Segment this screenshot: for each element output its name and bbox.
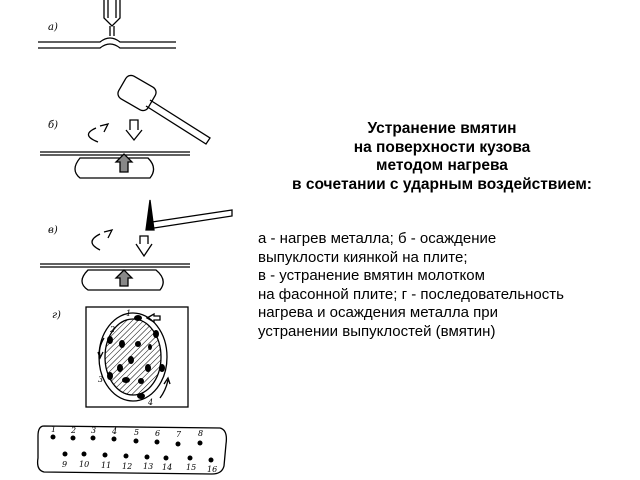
title-line: Устранение вмятин — [367, 120, 517, 137]
point-number: 5 — [134, 428, 139, 437]
point-number: 11 — [101, 461, 111, 470]
anvil-plate-drawing — [40, 151, 190, 179]
heating-sequence-drawing: 1 2 3 4 — [85, 306, 189, 408]
point-number: 10 — [79, 460, 89, 469]
seq-label: 1 — [126, 309, 131, 318]
point-number: 15 — [186, 463, 196, 472]
title-line: методом нагрева — [376, 157, 508, 174]
caption-line: выпуклости киянкой на плите; — [258, 248, 468, 266]
seq-label: 4 — [147, 398, 153, 407]
label-v: в) — [48, 225, 58, 236]
point-number: 14 — [162, 463, 172, 472]
torch-heating-drawing — [38, 0, 176, 49]
seq-label: 3 — [98, 375, 103, 384]
point-number: 8 — [198, 429, 203, 438]
caption-line: в - устранение вмятин молотком — [258, 267, 485, 284]
hammer-drawing — [91, 199, 233, 258]
point-number: 3 — [91, 426, 96, 435]
title-line: на поверхности кузова — [353, 138, 531, 156]
point-number: 6 — [155, 429, 160, 438]
shaped-plate-drawing — [40, 263, 190, 291]
repair-method-illustration: а) б) в) г) — [36, 0, 233, 475]
label-a: а) — [48, 22, 58, 33]
seq-label: 2 — [109, 325, 115, 334]
heating-points-strip: 1 2 3 4 5 6 7 8 9 10 11 12 13 14 15 16 — [36, 425, 228, 475]
point-number: 1 — [51, 425, 56, 434]
slide-title: Устранение вмятин на поверхности кузова … — [262, 120, 622, 194]
caption-line: нагрева и осаждения металла при — [258, 304, 498, 321]
point-number: 2 — [70, 426, 76, 435]
figure-caption: а - нагрев металла; б - осаждение выпукл… — [258, 230, 564, 341]
point-number: 4 — [111, 427, 117, 436]
caption-line: а - нагрев металла; б - осаждение — [258, 230, 497, 247]
point-number: 9 — [62, 460, 67, 469]
mallet-drawing — [87, 74, 211, 145]
label-g: г) — [52, 310, 61, 321]
title-line: в сочетании с ударным воздействием: — [292, 175, 592, 193]
label-b: б) — [48, 120, 58, 131]
point-number: 13 — [143, 462, 153, 471]
point-number: 12 — [122, 462, 132, 471]
caption-line: на фасонной плите; г - последовательност… — [258, 285, 564, 303]
point-number: 16 — [207, 465, 217, 474]
caption-line: устранении выпуклостей (вмятин) — [258, 322, 496, 340]
point-number: 7 — [176, 430, 182, 439]
